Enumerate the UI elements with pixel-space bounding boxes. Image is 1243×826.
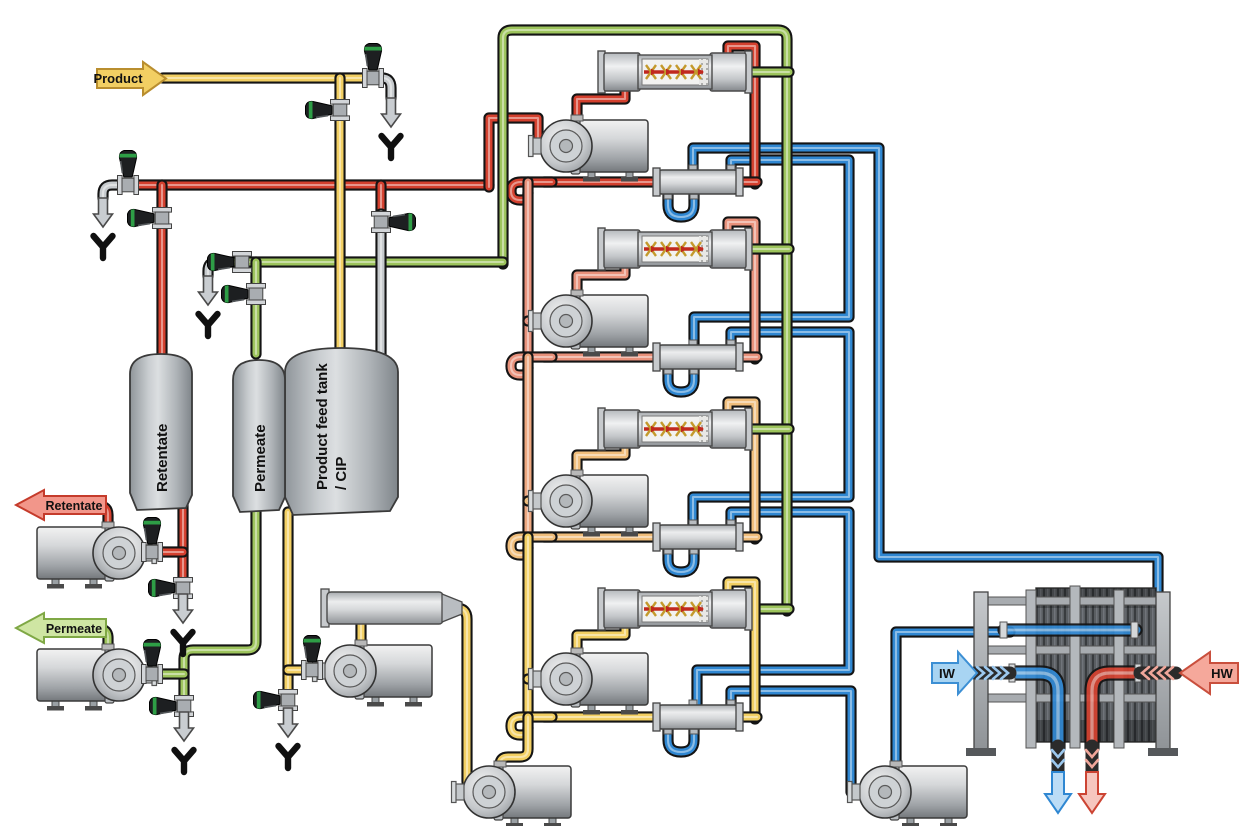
- interstage-cooler-4: [652, 699, 744, 735]
- membrane-module-1: [596, 49, 754, 95]
- product-inlet-arrow: Product: [93, 60, 168, 97]
- feed-tank-label-line2: / CIP: [333, 457, 350, 490]
- stage4-pump: [527, 647, 649, 716]
- retentate-cip-piping: [86, 40, 763, 598]
- stage2-pump: [527, 289, 649, 358]
- feed-tank-label-line1: Product feed tank: [314, 363, 331, 490]
- product-arrow-icon: [96, 60, 168, 97]
- retentate-tank: [129, 353, 193, 511]
- stage3-pump: [527, 469, 649, 538]
- stage1-pump: [527, 114, 649, 183]
- permeate-outlet-arrow: Permeate: [13, 611, 107, 645]
- membrane-module-4: [596, 586, 754, 632]
- strainer: [320, 588, 463, 628]
- retentate-outlet-arrow: Retentate: [13, 488, 107, 522]
- membrane-module-2: [596, 226, 754, 272]
- phe-internal-piping: [997, 623, 1146, 756]
- interstage-cooler-2: [652, 339, 744, 375]
- valve-icon: [361, 42, 385, 89]
- iw-arrow-icon: [931, 649, 979, 697]
- permeate-tank-label: Permeate: [252, 424, 269, 492]
- retentate-tank-label: Retentate: [154, 424, 171, 492]
- hot-water-inlet-arrow: HW: [1178, 650, 1239, 696]
- interstage-cooler-1: [652, 164, 744, 200]
- membrane-module-3: [596, 406, 754, 452]
- phe-outlet-arrows: [1043, 771, 1107, 815]
- cip-transfer-pump: [311, 639, 433, 708]
- retentate-pump: [36, 521, 158, 590]
- iw-label: IW: [939, 666, 956, 681]
- permeate-tank: [232, 359, 286, 513]
- cold-out-arrow-icon: [1043, 771, 1073, 815]
- retentate-arrow-icon: [13, 488, 107, 522]
- permeate-arrow-icon: [13, 611, 107, 645]
- flexible-hoses: [968, 665, 1183, 779]
- hw-arrow-icon: [1178, 650, 1239, 696]
- hw-label: HW: [1211, 666, 1233, 681]
- hot-out-arrow-icon: [1077, 771, 1107, 815]
- product-label: Product: [93, 71, 143, 86]
- permeate-label: Permeate: [46, 622, 102, 636]
- ice-water-pump: [846, 760, 968, 826]
- interstage-cooler-3: [652, 519, 744, 555]
- permeate-pump: [36, 643, 158, 712]
- retentate-label: Retentate: [46, 499, 103, 513]
- product-feed-tank: [284, 347, 399, 516]
- ice-water-inlet-arrow: IW: [931, 649, 979, 697]
